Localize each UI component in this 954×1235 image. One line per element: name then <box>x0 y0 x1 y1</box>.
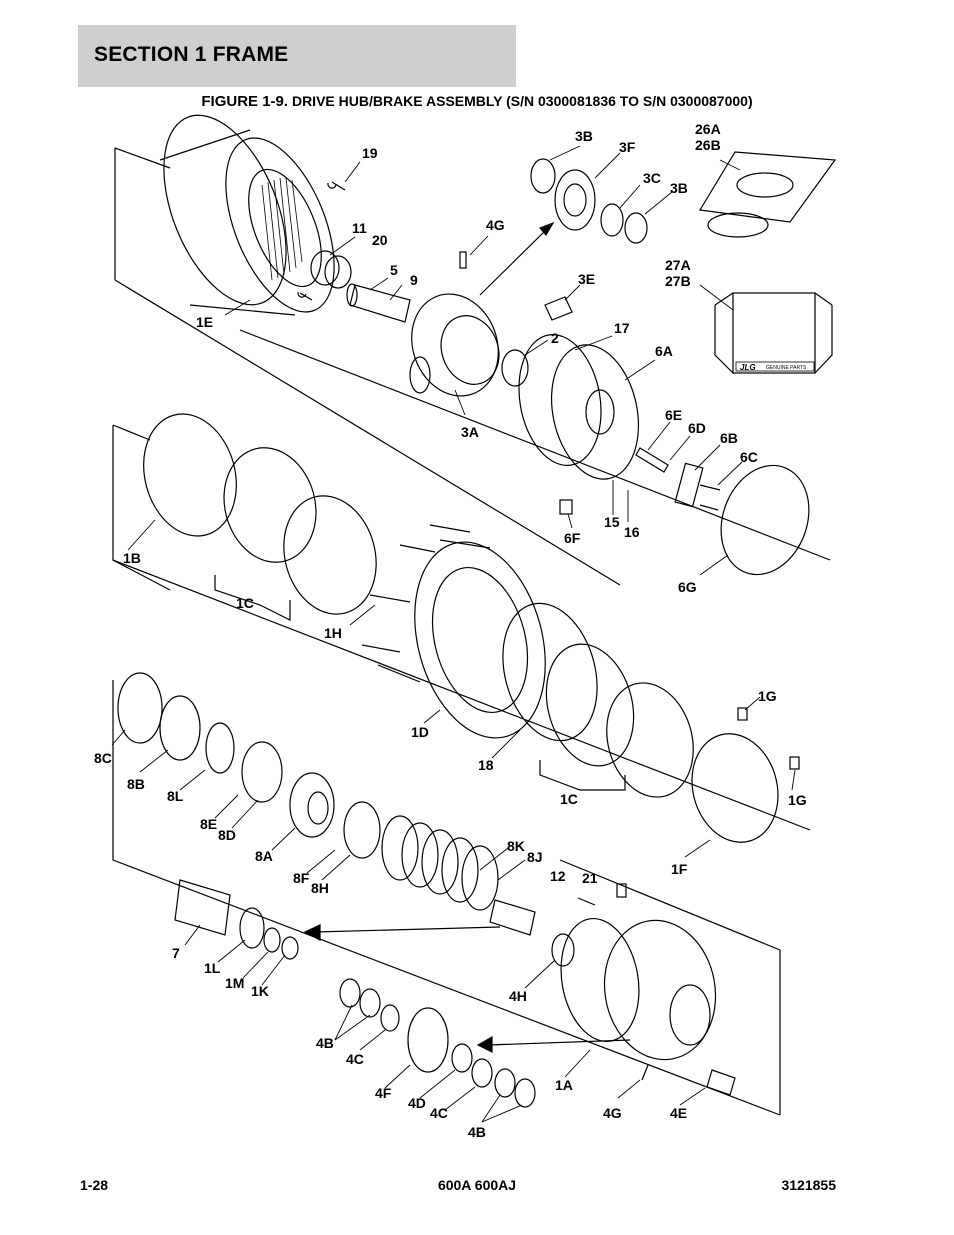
group-outline-mid <box>112 425 171 591</box>
callout-4G-top: 4G <box>486 217 505 233</box>
callout-8C: 8C <box>94 750 112 766</box>
housing-1E <box>159 114 335 316</box>
callout-1H: 1H <box>324 625 342 641</box>
callout-6B: 6B <box>720 430 738 446</box>
callout-6D: 6D <box>688 420 706 436</box>
callout-8D: 8D <box>218 827 236 843</box>
callout-4B-2: 4B <box>468 1124 486 1140</box>
callout-8L: 8L <box>167 788 184 804</box>
callout-11: 11 <box>352 220 367 236</box>
callout-27B: 27B <box>665 273 691 289</box>
callout-6G: 6G <box>678 579 697 595</box>
callout-5: 5 <box>390 262 398 278</box>
callout-4B-1: 4B <box>316 1035 334 1051</box>
callout-8K: 8K <box>507 838 525 854</box>
group-outline-bottom <box>112 680 781 1116</box>
kit-label: GENUINE PARTS <box>766 365 807 371</box>
callout-6C: 6C <box>740 449 758 465</box>
callout-1G-2: 1G <box>788 792 807 808</box>
callout-26B: 26B <box>695 137 721 153</box>
callout-9: 9 <box>410 272 418 288</box>
callout-12: 12 <box>550 868 566 884</box>
kit-logo: JLG <box>740 363 756 372</box>
callout-16: 16 <box>624 524 640 540</box>
callout-3B-2: 3B <box>670 180 688 196</box>
callout-8H: 8H <box>311 880 329 896</box>
callout-3E: 3E <box>578 271 595 287</box>
callout-19: 19 <box>362 145 378 161</box>
callout-4G-bottom: 4G <box>603 1105 622 1121</box>
model-name: 600A 600AJ <box>437 1177 517 1193</box>
section-header: SECTION 1 FRAME <box>78 25 516 87</box>
callout-1A: 1A <box>555 1077 573 1093</box>
callout-1E: 1E <box>196 314 213 330</box>
callout-3C: 3C <box>643 170 661 186</box>
callout-3B-1: 3B <box>575 128 593 144</box>
callout-3A: 3A <box>461 424 479 440</box>
page-number: 1-28 <box>80 1177 109 1193</box>
callout-1F: 1F <box>671 861 688 877</box>
callout-4E: 4E <box>670 1105 687 1121</box>
callout-4F: 4F <box>375 1085 392 1101</box>
callout-26A: 26A <box>695 121 721 137</box>
callout-20: 20 <box>372 232 388 248</box>
callout-2: 2 <box>551 330 559 346</box>
document-number: 3121855 <box>781 1177 836 1193</box>
callout-15: 15 <box>604 514 620 530</box>
callout-1G-1: 1G <box>758 688 777 704</box>
callout-6E: 6E <box>665 407 682 423</box>
callout-6A: 6A <box>655 343 673 359</box>
callout-8B: 8B <box>127 776 145 792</box>
figure-caption: FIGURE 1-9. DRIVE HUB/BRAKE ASSEMBLY (S/… <box>0 93 954 110</box>
callout-4C-1: 4C <box>346 1051 364 1067</box>
callout-17: 17 <box>614 320 630 336</box>
callout-1M: 1M <box>225 975 244 991</box>
callout-4C-2: 4C <box>430 1105 448 1121</box>
callout-8A: 8A <box>255 848 273 864</box>
callout-8F: 8F <box>293 870 310 886</box>
callout-4H: 4H <box>509 988 527 1004</box>
callout-27A: 27A <box>665 257 691 273</box>
callout-1C-top: 1C <box>236 595 254 611</box>
callout-1D: 1D <box>411 724 429 740</box>
callout-18: 18 <box>478 757 494 773</box>
callout-7: 7 <box>172 945 180 961</box>
callout-8J: 8J <box>527 849 543 865</box>
section-title: SECTION 1 FRAME <box>94 43 289 66</box>
callout-1B: 1B <box>123 550 141 566</box>
callout-3F: 3F <box>619 139 636 155</box>
callout-21: 21 <box>582 870 598 886</box>
figure-title: DRIVE HUB/BRAKE ASSEMBLY (S/N 0300081836… <box>288 93 753 109</box>
callout-4D: 4D <box>408 1095 426 1111</box>
callout-8E: 8E <box>200 816 217 832</box>
callout-1C-bottom: 1C <box>560 791 578 807</box>
group-outline-top <box>114 147 171 169</box>
callout-6F: 6F <box>564 530 581 546</box>
callout-1K: 1K <box>251 983 269 999</box>
callout-1L: 1L <box>204 960 221 976</box>
figure-number: FIGURE 1-9. <box>201 93 289 110</box>
kit-box-label: JLG GENUINE PARTS <box>735 361 815 372</box>
callout-labels: 19 11 20 5 9 1E 4G 3B 3F 3C 3B 26A 26B 2… <box>94 121 807 1140</box>
